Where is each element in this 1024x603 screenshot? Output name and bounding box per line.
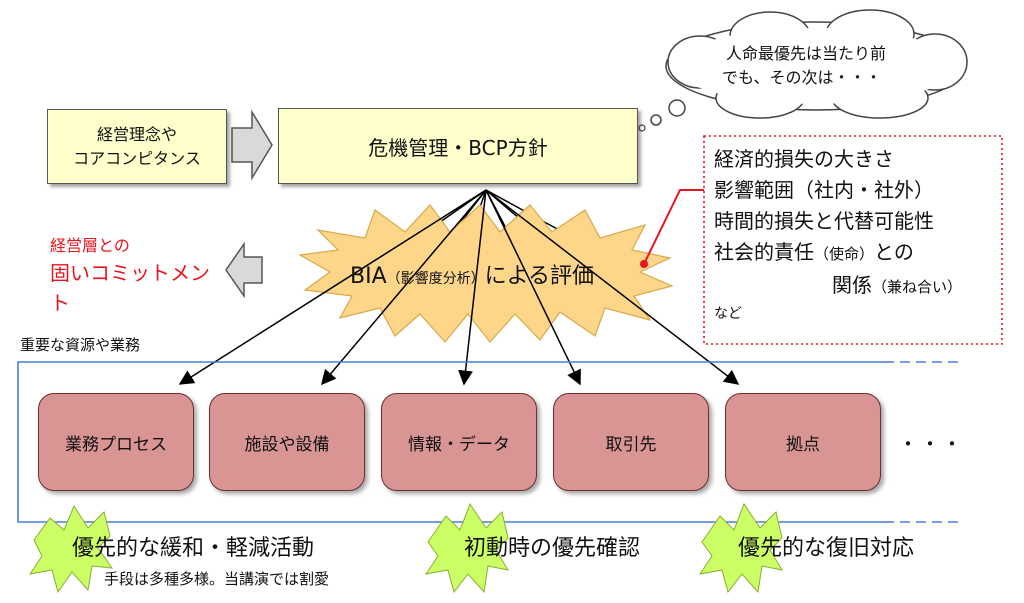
resource-box-process: 業務プロセス <box>38 393 194 491</box>
philosophy-line1: 経営理念や <box>96 124 177 144</box>
recovery-label: 優先的な復旧対応 <box>738 536 915 561</box>
resource-box-site: 拠点 <box>725 393 881 491</box>
resource-label: 情報・データ <box>408 434 510 455</box>
criteria-item4-main: 社会的責任 <box>714 240 814 264</box>
policy-box: 危機管理・BCP方針 <box>278 108 638 184</box>
resources-more: ・・・ <box>898 432 964 456</box>
resource-box-facility: 施設や設備 <box>209 393 365 491</box>
criteria-etc: など <box>714 306 742 322</box>
criteria-item: 時間的損失と代替可能性 <box>714 209 934 233</box>
mitigation-burst-shape <box>28 504 114 594</box>
commitment-text: 経営層との 固いコミットメント <box>50 234 222 318</box>
thought-text: 人命最優先は当たり前 でも、その次は・・・ <box>722 42 912 90</box>
criteria-connector <box>640 189 704 268</box>
criteria-item: 社会的責任（使命）との <box>714 237 998 270</box>
resource-label: 業務プロセス <box>65 434 167 455</box>
criteria-box-border <box>703 135 1003 345</box>
criteria-item5-paren: （兼ね合い） <box>872 278 963 296</box>
resource-label: 施設や設備 <box>244 434 330 455</box>
resources-title: 重要な資源や業務 <box>20 336 141 354</box>
resource-label: 取引先 <box>605 434 657 455</box>
mitigation-note: 手段は多種多様。当講演では割愛 <box>104 570 330 588</box>
criteria-list: 経済的損失の大きさ 影響範囲（社内・社外） 時間的損失と代替可能性 社会的責任（… <box>714 144 998 325</box>
bia-label: BIA（影響度分析）による評価 <box>350 258 594 290</box>
arrow-left-icon <box>225 241 263 299</box>
policy-resource-arrows <box>178 189 740 386</box>
thought-line1: 人命最優先は当たり前 <box>726 44 887 63</box>
thought-cloud-icon <box>638 9 968 132</box>
philosophy-line2: コアコンピタンス <box>73 148 201 168</box>
criteria-item5-main: 関係 <box>832 273 872 297</box>
bia-prefix: BIA <box>350 264 387 289</box>
resource-box-partner: 取引先 <box>553 393 709 491</box>
policy-label: 危機管理・BCP方針 <box>368 135 548 160</box>
criteria-item: 関係（兼ね合い） <box>714 270 998 303</box>
commitment-line2: 固いコミットメント <box>50 261 210 315</box>
criteria-item: 経済的損失の大きさ <box>714 147 894 171</box>
commitment-line1: 経営層との <box>50 236 130 255</box>
initial-burst-shape <box>424 502 510 594</box>
criteria-item: 影響範囲（社内・社外） <box>714 178 934 202</box>
bia-burst-shape <box>298 204 674 343</box>
criteria-item4-tail: との <box>874 240 914 264</box>
initial-label: 初動時の優先確認 <box>464 536 641 561</box>
arrow-right-icon <box>231 109 273 181</box>
thought-line2: でも、その次は・・・ <box>722 68 882 87</box>
resource-box-data: 情報・データ <box>381 393 537 491</box>
recovery-burst-shape <box>698 502 784 594</box>
bia-suffix: による評価 <box>484 264 594 289</box>
criteria-item4-paren: （使命） <box>814 245 875 263</box>
mitigation-label: 優先的な緩和・軽減活動 <box>72 536 315 561</box>
resource-label: 拠点 <box>786 434 820 455</box>
philosophy-box: 経営理念や コアコンピタンス <box>47 109 227 184</box>
bia-paren: （影響度分析） <box>386 271 485 287</box>
